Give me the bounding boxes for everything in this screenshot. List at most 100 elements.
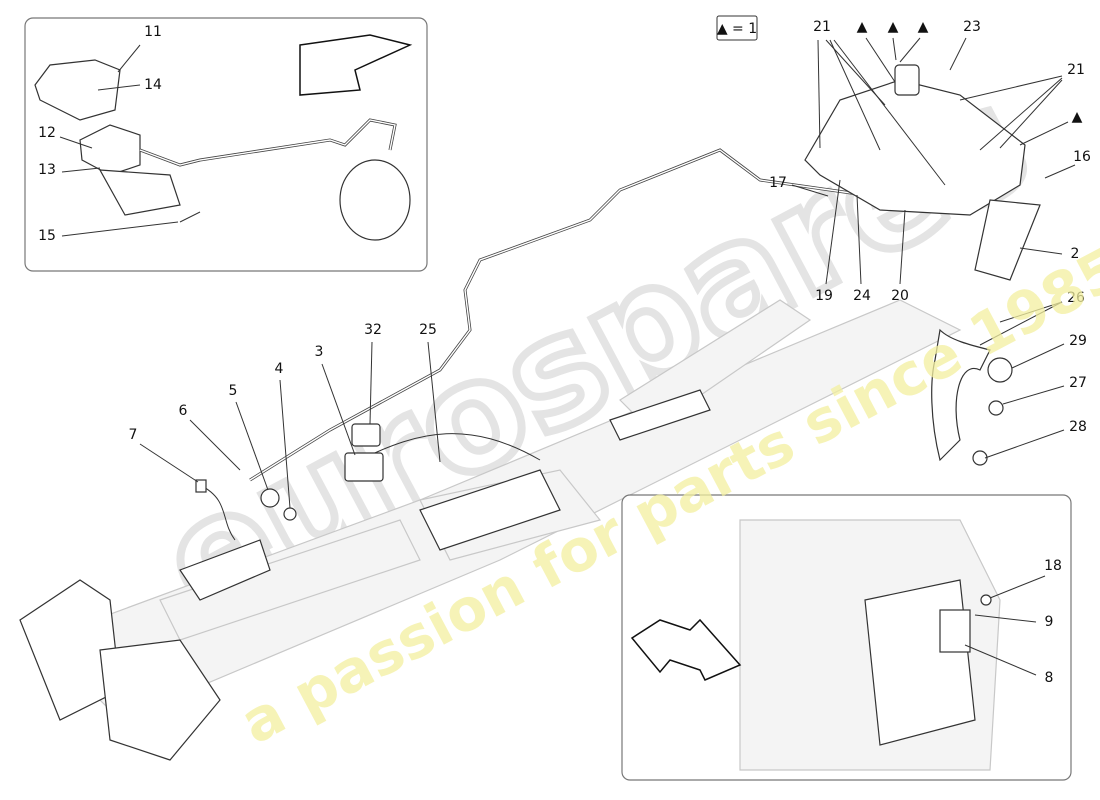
callout-label: 13 [38, 162, 56, 178]
leader-line [984, 429, 1065, 459]
leader-line [856, 194, 862, 285]
clip [283, 507, 297, 521]
leader-line [892, 37, 897, 61]
callout-label: 6 [179, 403, 188, 419]
heat-shield [974, 199, 1041, 281]
filler-housing [339, 159, 411, 241]
fuel-pump [894, 64, 920, 96]
leader-line [139, 443, 199, 483]
callout-label: 27 [1069, 375, 1087, 391]
rear-pipe [609, 389, 711, 441]
callout-label: 4 [275, 361, 284, 377]
leader-line [117, 44, 141, 73]
leader-line [999, 79, 1063, 149]
callout-label: 19 [815, 288, 833, 304]
leader-line [791, 184, 829, 197]
hose-clamp-lower [972, 450, 988, 466]
callout-label: ▲ [888, 19, 899, 35]
callout-label: 11 [144, 24, 162, 40]
canister-cover [34, 59, 121, 121]
connector [195, 479, 207, 493]
legend: ▲ = 1 [716, 15, 758, 41]
callout-label: 24 [853, 288, 871, 304]
valve [260, 488, 280, 508]
leader-line [179, 211, 201, 223]
leader-line [974, 614, 1037, 623]
callout-label: 25 [419, 322, 437, 338]
leader-line [61, 167, 101, 173]
leader-line [833, 39, 946, 186]
filler-cap [987, 357, 1013, 383]
callout-label: 2 [1071, 246, 1080, 262]
callout-label: 17 [769, 175, 787, 191]
direction-arrow-icon [299, 34, 413, 96]
vapour-pipe [199, 148, 901, 541]
leader-line [899, 209, 906, 285]
leader-line [825, 179, 841, 285]
catalytic-converter [19, 579, 121, 721]
leader-line [959, 75, 1063, 101]
callout-label: 16 [1073, 149, 1091, 165]
callout-label: 32 [364, 322, 382, 338]
callout-label: ▲ [857, 19, 868, 35]
leader-line [369, 341, 373, 425]
catalytic-converter-right [99, 639, 221, 761]
callout-label: ▲ [1072, 109, 1083, 125]
callout-label: 12 [38, 125, 56, 141]
leader-line [1002, 385, 1065, 405]
leader-line [964, 644, 1037, 676]
inset-sensor-detail [621, 494, 1072, 781]
callout-label: 3 [315, 344, 324, 360]
leader-line [59, 136, 93, 149]
leader-line [989, 575, 1046, 599]
canister-bracket [98, 169, 181, 216]
hose-clamp [988, 400, 1004, 416]
leader-line [97, 84, 141, 91]
callout-label: 21 [1067, 62, 1085, 78]
control-unit [344, 452, 384, 482]
inset-canister-detail [24, 17, 428, 272]
leader-line [61, 221, 179, 237]
leader-line [321, 363, 356, 456]
leader-line [427, 341, 441, 463]
callout-label: 23 [963, 19, 981, 35]
callout-label: 20 [891, 288, 909, 304]
callout-label: 28 [1069, 419, 1087, 435]
leader-line [979, 301, 1063, 346]
exhaust-system-ghost [19, 299, 962, 761]
callout-label: 5 [229, 383, 238, 399]
callout-label: ▲ [918, 19, 929, 35]
middle-silencer [419, 469, 561, 551]
canister [79, 124, 141, 176]
leader-line [949, 37, 967, 71]
sensor-module [351, 423, 381, 447]
front-pipe [179, 539, 271, 601]
callout-label: 7 [129, 427, 138, 443]
callout-label: 26 [1067, 290, 1085, 306]
filler-neck [931, 328, 991, 462]
leader-line [1019, 247, 1063, 255]
legend-text: ▲ = 1 [717, 21, 757, 37]
leader-line [829, 39, 881, 151]
leader-line [189, 419, 241, 471]
leader-line [979, 77, 1063, 151]
leader-line [999, 301, 1063, 323]
direction-arrow-icon [630, 618, 742, 681]
mounting-panel [864, 579, 976, 746]
leader-line [1044, 164, 1076, 179]
callout-label: 9 [1045, 614, 1054, 630]
leader-line [1011, 343, 1065, 369]
leader-line [1019, 121, 1069, 146]
callout-label: 15 [38, 228, 56, 244]
nut [980, 594, 992, 606]
leader-line [235, 401, 269, 491]
leader-line [817, 39, 821, 149]
leader-line [899, 37, 921, 63]
leader-line [865, 37, 896, 83]
callout-label: 14 [144, 77, 162, 93]
fuel-tank [804, 64, 1041, 466]
callout-label: 18 [1044, 558, 1062, 574]
callout-label: 8 [1045, 670, 1054, 686]
callout-label: 21 [813, 19, 831, 35]
